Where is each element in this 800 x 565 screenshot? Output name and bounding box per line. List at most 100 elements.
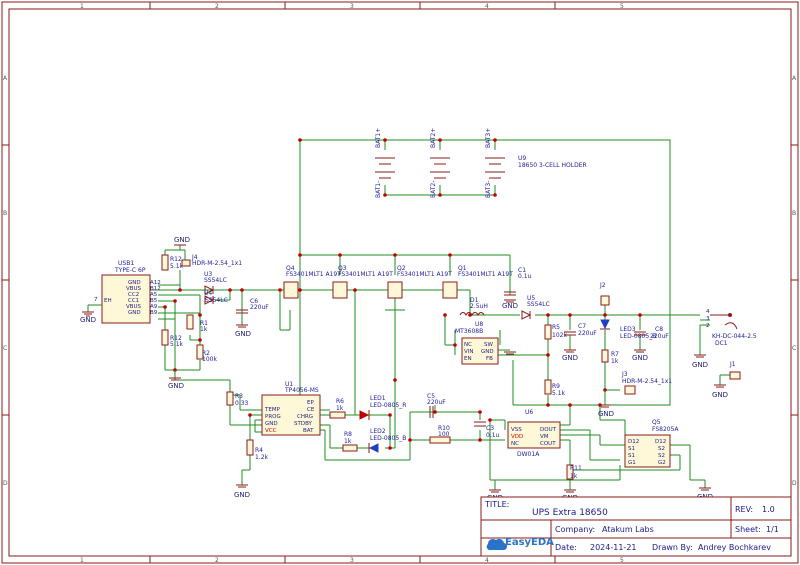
u6-pin-vdd: VDD bbox=[511, 434, 523, 440]
r6-ref: R6 bbox=[336, 398, 344, 405]
r11-resistor: R11 1k bbox=[566, 464, 582, 480]
led3-ref: LED3 bbox=[620, 326, 636, 333]
led2-blue: LED2 LED-0805_B bbox=[368, 428, 406, 453]
d1-inductor: D1 2.5uH bbox=[459, 297, 488, 316]
q4-ref: Q4 bbox=[286, 265, 295, 272]
j1-header: J1 GND bbox=[712, 361, 741, 399]
bat3-plus: BAT3+ bbox=[485, 128, 492, 148]
u8-pin-gnd: GND bbox=[481, 349, 494, 355]
u6-pin-cout: COUT bbox=[540, 441, 556, 447]
q5-pin-d12-b: D12 bbox=[655, 439, 666, 445]
r12a-ref: R12 bbox=[170, 256, 182, 263]
u8-boost-converter: U8 MT3608B NC VIN EN SW GND FB bbox=[455, 321, 499, 365]
r12-bottom: R12 5.1k bbox=[161, 329, 184, 348]
bat2-minus: BAT2- bbox=[430, 181, 437, 198]
r9-resistor: R9 5.1k bbox=[544, 379, 566, 397]
u5-value: SS54LC bbox=[527, 301, 550, 308]
q1-mosfet: Q1 FS3401MLT1 A19T bbox=[442, 265, 513, 299]
j3-value: HDR-M-2.54_1x1 bbox=[622, 378, 672, 385]
r12b-value: 5.1k bbox=[170, 341, 184, 348]
c3-capacitor: C3 0.1u bbox=[474, 421, 500, 439]
u4-value: SS54LC bbox=[205, 297, 228, 304]
drawn-label: Drawn By: bbox=[652, 543, 693, 552]
sheet-value: 1/1 bbox=[766, 525, 779, 534]
u1-charger-ic: U1 TP4056-MS TEMP PROG GND VCC EP CE CHR… bbox=[261, 381, 321, 436]
q5-pin-s1-a: S1 bbox=[628, 446, 635, 452]
r8-value: 1k bbox=[344, 438, 352, 445]
bat1-minus: BAT1- bbox=[375, 181, 382, 198]
bat1-plus: BAT1+ bbox=[375, 128, 382, 148]
gnd-symbol-top: GND bbox=[174, 236, 190, 250]
u5-diode: U5 SS54LC bbox=[521, 295, 550, 320]
rev-label: REV: bbox=[735, 505, 753, 514]
q5-value: FS8205A bbox=[652, 426, 679, 433]
row-label-b-right: B bbox=[792, 210, 796, 217]
title-label: TITLE: bbox=[484, 500, 509, 509]
q5-pin-g2: G2 bbox=[658, 460, 666, 466]
u8-pin-en: EN bbox=[464, 356, 472, 362]
u8-pin-vin: VIN bbox=[464, 349, 474, 355]
c5-capacitor: C5 220uF bbox=[427, 393, 446, 418]
r9-ref: R9 bbox=[552, 383, 560, 390]
u8-pin-fb: FB bbox=[486, 356, 493, 362]
c3-ref: C3 bbox=[486, 425, 494, 432]
q5-ref: Q5 bbox=[652, 419, 661, 426]
company-value: Atakum Labs bbox=[602, 525, 654, 534]
usb1-pin-5: B9 bbox=[150, 310, 158, 316]
led1-red: LED1 LED-0805_R bbox=[359, 395, 406, 420]
c6-value: 220uF bbox=[250, 304, 269, 311]
usb1-eh-num: 7 bbox=[94, 297, 98, 303]
q2-mosfet: Q2 FS3401MLT1 A19T bbox=[387, 265, 452, 299]
r6-value: 1k bbox=[336, 405, 344, 412]
u1-pin-bat: BAT bbox=[303, 428, 314, 434]
easyeda-logo: EasyEDA bbox=[486, 537, 554, 551]
u3-value: SS54LC bbox=[204, 277, 227, 284]
usb1-sig-4: VBUS bbox=[126, 304, 142, 310]
col-label-2: 2 bbox=[215, 3, 219, 10]
d1-value: 2.5uH bbox=[470, 303, 488, 310]
u9-value: 18650 3-CELL HOLDER bbox=[518, 162, 587, 169]
gnd-symbol-r9: GND bbox=[598, 390, 614, 418]
c8-value: 220uF bbox=[650, 333, 669, 340]
led2-value: LED-0805_B bbox=[370, 435, 406, 442]
row-label-c-right: C bbox=[792, 345, 796, 352]
u6-ref: U6 bbox=[525, 409, 533, 416]
j4-value: HDR-M-2.54_1x1 bbox=[192, 260, 242, 267]
r1-value: 1k bbox=[200, 326, 208, 333]
usb1-pin-3: B5 bbox=[150, 298, 158, 304]
r6-resistor: R6 1k bbox=[329, 398, 346, 419]
dc1-value: KH-DC-044-2.5 bbox=[712, 333, 757, 340]
u1-pin-gnd: GND bbox=[265, 421, 278, 427]
col-label-1: 1 bbox=[80, 3, 84, 10]
u4-diode: U4 SS54LC bbox=[204, 290, 228, 305]
led1-value: LED-0805_R bbox=[370, 402, 406, 409]
usb1-sig-0: GND bbox=[128, 280, 141, 286]
c5-ref: C5 bbox=[427, 393, 435, 400]
dc1-pin-4: 4 bbox=[706, 309, 710, 315]
q5-pin-g1: G1 bbox=[628, 460, 636, 466]
logo-text: EasyEDA bbox=[505, 537, 554, 548]
q3-mosfet: Q3 FS3401MLT1 A19T bbox=[332, 265, 393, 299]
usb1-sig-5: GND bbox=[128, 310, 141, 316]
c1-value: 0.1u bbox=[518, 273, 532, 280]
u6-value: DW01A bbox=[517, 451, 540, 458]
row-label-a-right: A bbox=[792, 75, 797, 82]
r5-ref: R5 bbox=[552, 324, 560, 331]
gnd-label-c1: GND bbox=[502, 302, 518, 310]
usb1-pin-4: A9 bbox=[150, 304, 158, 310]
u9-ref: U9 bbox=[518, 155, 526, 162]
c7-capacitor: C7 220uF GND bbox=[562, 323, 597, 362]
col-label-2-bottom: 2 bbox=[215, 557, 219, 564]
c8-capacitor: C8 220uF GND bbox=[632, 326, 669, 362]
led3-value: LED-0805_B bbox=[620, 333, 656, 340]
col-label-4-bottom: 4 bbox=[485, 557, 489, 564]
r7-ref: R7 bbox=[611, 351, 619, 358]
usb1-connector: USB1 TYPE-C 6P GND VBUS CC2 CC1 VBUS GND… bbox=[87, 260, 161, 324]
u8-ref: U8 bbox=[475, 321, 483, 328]
u8-pin-sw: SW bbox=[484, 342, 493, 348]
u3-ref: U3 bbox=[204, 271, 212, 278]
q5-pin-s2-b: S2 bbox=[658, 453, 665, 459]
usb1-sig-1: VBUS bbox=[126, 286, 142, 292]
dc1-pin-3: 3 bbox=[706, 316, 710, 322]
date-value: 2024-11-21 bbox=[590, 543, 637, 552]
